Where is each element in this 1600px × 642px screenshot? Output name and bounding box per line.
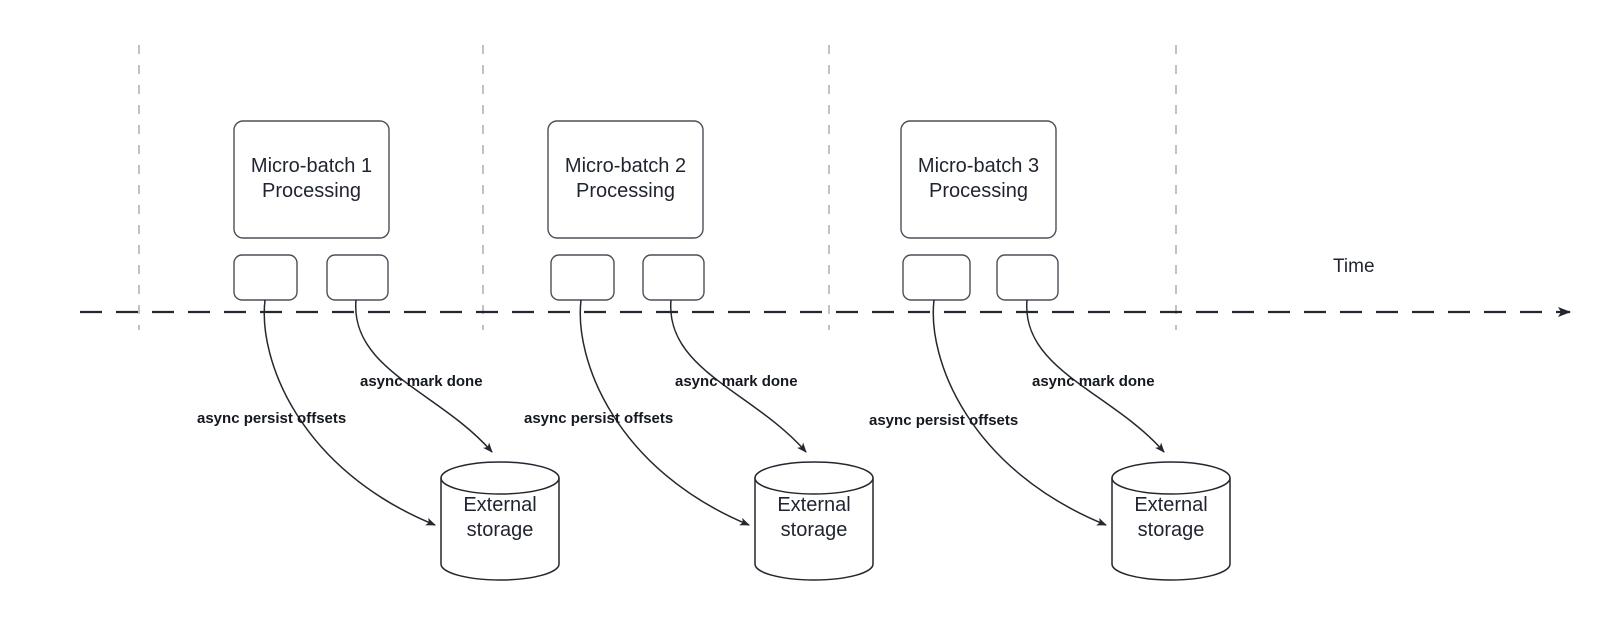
persist-offsets-edge-1	[263, 299, 436, 526]
task-box-2a[interactable]	[550, 254, 615, 301]
mark-done-edge-1	[355, 299, 493, 453]
persist-offsets-edge-2-label: async persist offsets	[524, 410, 674, 427]
mark-done-edge-3	[1026, 299, 1165, 453]
micro-batch-box-1[interactable]	[233, 120, 390, 239]
mark-done-edge-2	[670, 299, 807, 453]
mark-done-edge-1-label: async mark done	[360, 373, 483, 390]
storage-cylinder-top-3[interactable]	[1111, 461, 1231, 495]
task-box-2b[interactable]	[642, 254, 705, 301]
storage-cylinder-body-3[interactable]	[1111, 478, 1231, 581]
storage-cylinder-top-1[interactable]	[440, 461, 560, 495]
task-box-3a[interactable]	[902, 254, 971, 301]
mark-done-edge-2-label: async mark done	[675, 373, 798, 390]
persist-offsets-edge-1-label: async persist offsets	[197, 410, 347, 427]
persist-offsets-edge-3-label: async persist offsets	[869, 412, 1019, 429]
persist-offsets-edge-3	[932, 299, 1107, 526]
shapes-group	[233, 120, 1231, 581]
mark-done-edge-3-label: async mark done	[1032, 373, 1155, 390]
storage-cylinder-body-2[interactable]	[754, 478, 874, 581]
guide-lines-group	[138, 45, 1177, 330]
micro-batch-box-2[interactable]	[547, 120, 704, 239]
persist-offsets-edge-2	[579, 299, 750, 526]
task-box-3b[interactable]	[996, 254, 1059, 301]
task-box-1b[interactable]	[326, 254, 389, 301]
storage-cylinder-body-1[interactable]	[440, 478, 560, 581]
storage-cylinder-top-2[interactable]	[754, 461, 874, 495]
edges-group	[263, 299, 1165, 526]
task-box-1a[interactable]	[233, 254, 298, 301]
time-axis-label: Time	[1333, 256, 1375, 277]
micro-batch-box-3[interactable]	[900, 120, 1057, 239]
